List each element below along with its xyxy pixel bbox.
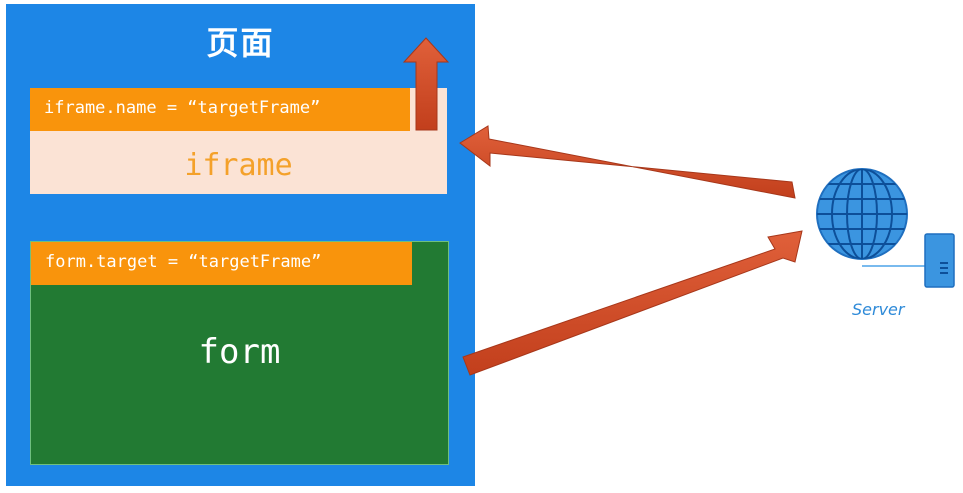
page-title: 页面 xyxy=(206,24,275,62)
server-tower-icon xyxy=(924,233,955,288)
form-target-code: form.target = “targetFrame” xyxy=(45,252,322,272)
iframe-name-header: iframe.name = “targetFrame” xyxy=(30,88,410,131)
form-label: form xyxy=(198,332,281,372)
iframe-up-arrow xyxy=(402,37,450,131)
iframe-name-code: iframe.name = “targetFrame” xyxy=(44,98,321,118)
server-to-iframe-arrow xyxy=(459,125,796,199)
iframe-box: iframe.name = “targetFrame” iframe xyxy=(30,88,447,194)
globe-icon xyxy=(816,168,908,260)
form-target-header: form.target = “targetFrame” xyxy=(31,242,412,285)
form-to-server-arrow xyxy=(462,230,803,376)
page-container: 页面 iframe.name = “targetFrame” iframe fo… xyxy=(6,4,475,486)
iframe-label: iframe xyxy=(184,148,293,183)
server-label: Server xyxy=(852,300,905,319)
form-box: form.target = “targetFrame” form xyxy=(30,241,449,465)
